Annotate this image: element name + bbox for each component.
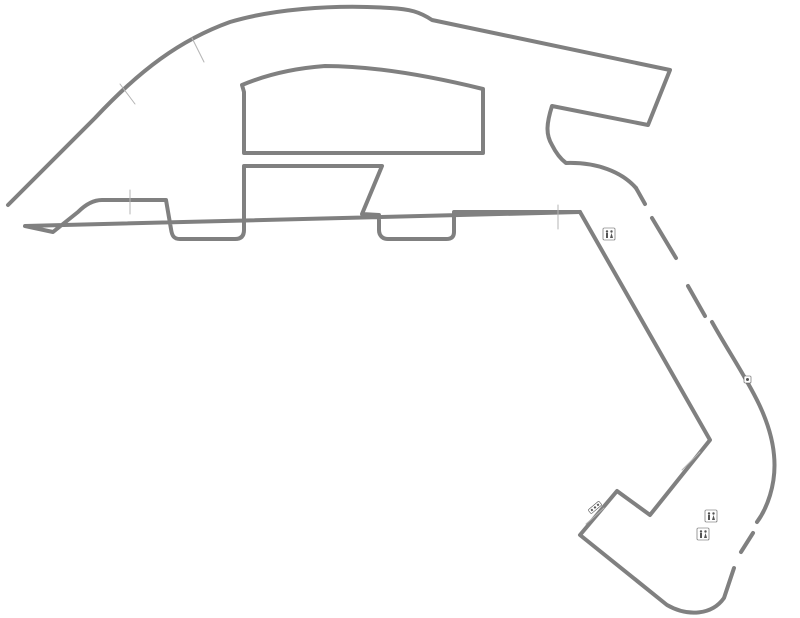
east-wing-outer-edge-4: [710, 320, 777, 524]
restroom-icon[interactable]: [704, 509, 718, 523]
elevator-icon[interactable]: [588, 501, 602, 514]
door-line-1: [191, 37, 205, 63]
building-outline-west: [6, 4, 672, 241]
fire-extinguisher-icon[interactable]: [743, 375, 752, 384]
restroom-icon[interactable]: [696, 527, 710, 541]
east-wing-outer-edge-5: [739, 531, 755, 554]
door-line-5: [681, 451, 701, 471]
door-line-2: [119, 83, 136, 105]
door-line-6: [585, 507, 605, 525]
east-wing-outer-edge-1: [634, 186, 647, 206]
east-wing-outer-edge-3: [686, 284, 707, 318]
east-wing-outer-edge-2: [650, 216, 678, 260]
inner-courtyard-outline: [240, 64, 485, 155]
restroom-icon[interactable]: [602, 227, 616, 241]
east-wing-inner-edge: [578, 210, 736, 615]
